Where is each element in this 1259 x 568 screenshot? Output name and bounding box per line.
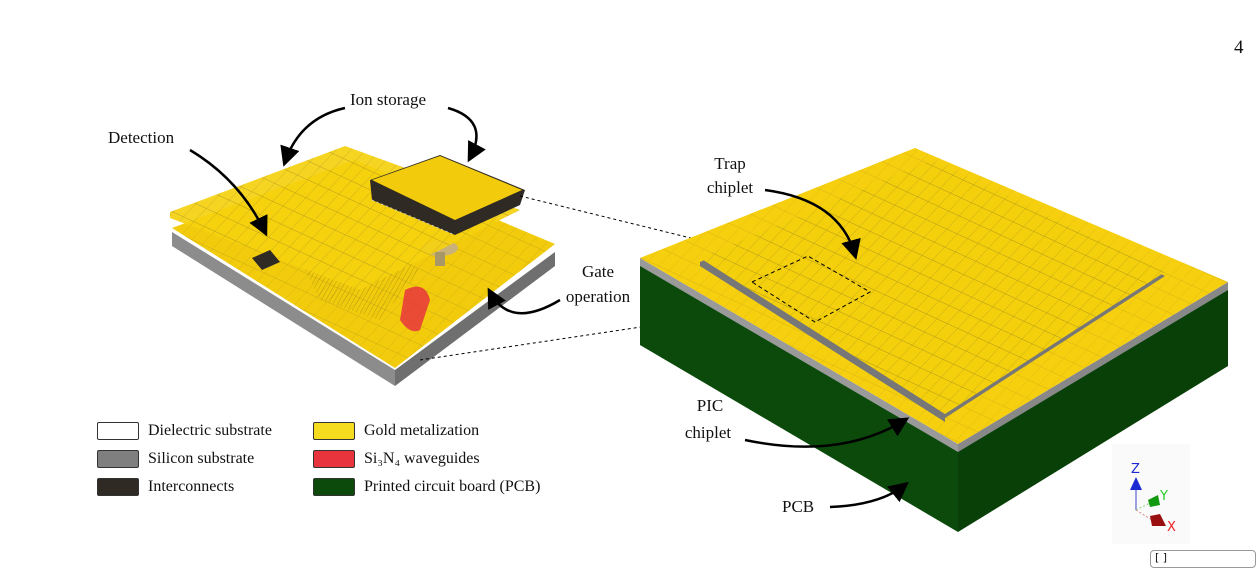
x-axis-label: X bbox=[1167, 520, 1176, 535]
z-axis-label: Z bbox=[1131, 462, 1140, 477]
page-number: 4 bbox=[1234, 37, 1244, 58]
legend-swatch bbox=[97, 450, 139, 468]
legend-label: Interconnects bbox=[148, 478, 235, 495]
label-pic-chiplet-2: chiplet bbox=[684, 423, 732, 442]
legend-swatch bbox=[313, 422, 355, 440]
z-axis-arrow-icon bbox=[1130, 477, 1142, 490]
legend-swatch bbox=[97, 422, 139, 440]
legend-swatch bbox=[97, 478, 139, 496]
left-chip bbox=[170, 146, 555, 386]
legend-label: Printed circuit board (PCB) bbox=[364, 478, 541, 495]
label-ion-storage: Ion storage bbox=[350, 90, 427, 109]
pcb-assembly bbox=[640, 148, 1228, 532]
legend-label: Gold metalization bbox=[364, 422, 480, 439]
legend-item: Interconnects bbox=[97, 478, 234, 496]
legend-label: Dielectric substrate bbox=[148, 422, 272, 439]
legend-label: Silicon substrate bbox=[148, 450, 255, 467]
axis-triad bbox=[1112, 444, 1190, 544]
y-axis-arrow-icon bbox=[1148, 495, 1160, 507]
label-trap-chiplet-2: chiplet bbox=[706, 178, 754, 197]
legend-item: Si₃N₄ waveguides bbox=[313, 450, 480, 468]
legend-label: Si₃N₄ waveguides bbox=[364, 450, 480, 467]
legend-item: Dielectric substrate bbox=[97, 422, 272, 440]
label-gate-operation-1: Gate bbox=[581, 262, 615, 281]
label-pic-chiplet-1: PIC bbox=[696, 396, 724, 415]
legend-item: Gold metalization bbox=[313, 422, 479, 440]
legend-item: Printed circuit board (PCB) bbox=[313, 478, 540, 496]
y-axis-label: Y bbox=[1160, 489, 1168, 504]
x-axis-arrow-icon bbox=[1150, 514, 1166, 526]
label-pcb: PCB bbox=[782, 497, 815, 516]
legend-swatch bbox=[313, 450, 355, 468]
legend-swatch bbox=[313, 478, 355, 496]
viewer-toggle-button[interactable]: [ ] bbox=[1150, 550, 1256, 568]
label-detection: Detection bbox=[108, 128, 175, 147]
label-trap-chiplet-1: Trap bbox=[714, 154, 746, 173]
label-gate-operation-2: operation bbox=[565, 287, 631, 306]
legend-item: Silicon substrate bbox=[97, 450, 254, 468]
